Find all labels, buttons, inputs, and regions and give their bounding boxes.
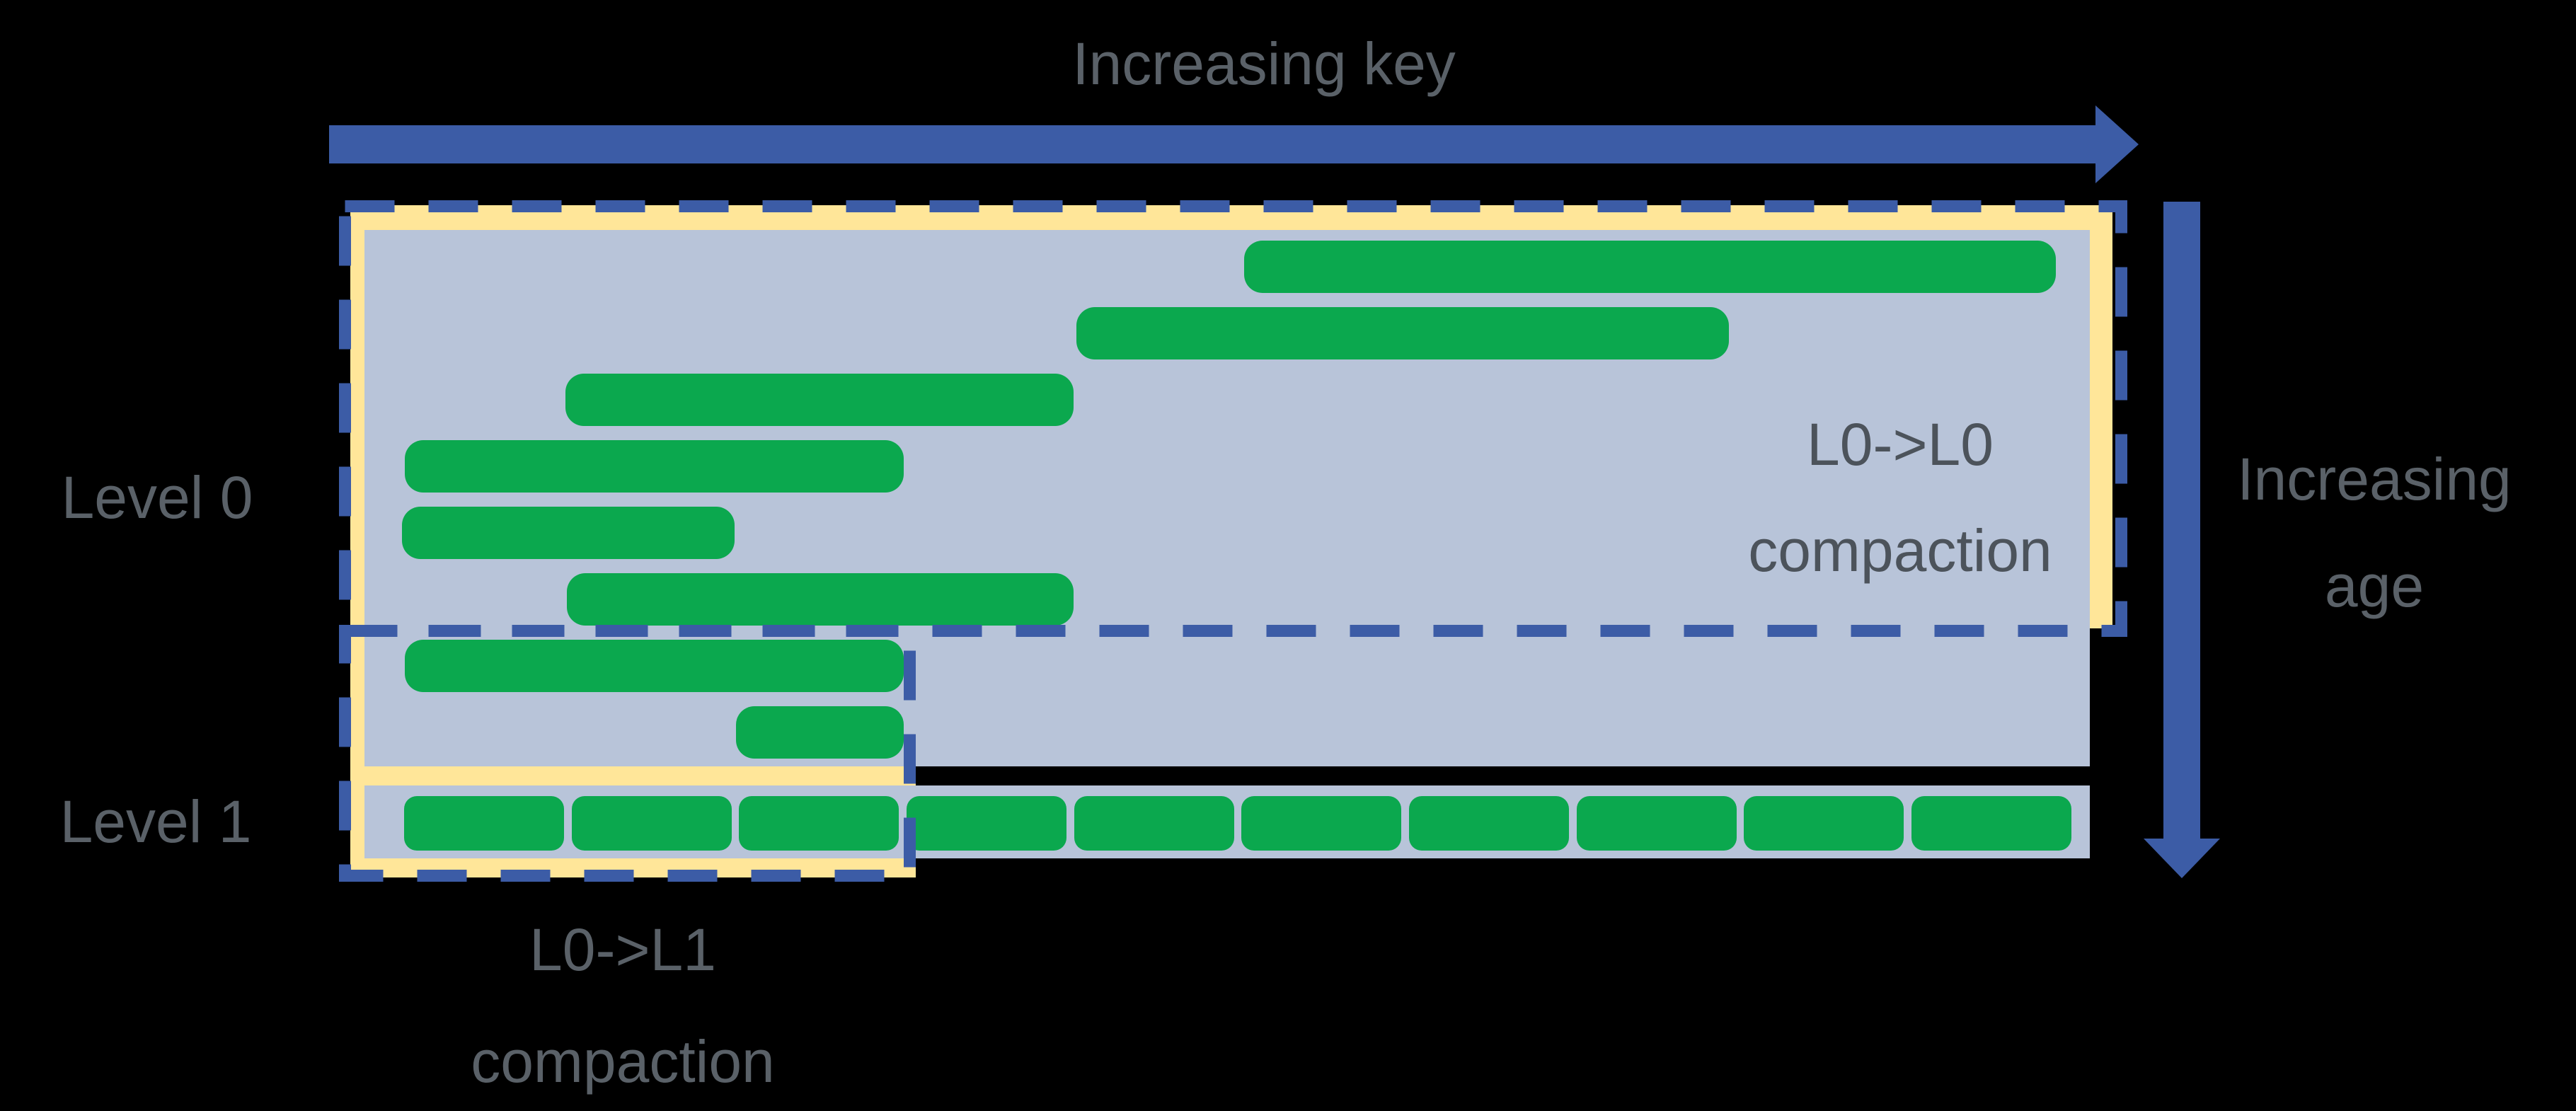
sstable-l0-8 — [736, 706, 904, 759]
increasing-key-axis-label: Increasing key — [1072, 30, 1456, 97]
sstable-l0-5 — [402, 507, 735, 559]
increasing-age-axis-label: Increasing age — [2237, 446, 2512, 619]
sstable-l0-6 — [567, 573, 1074, 626]
sstable-l1-1 — [404, 796, 564, 851]
l0-to-l0-compaction-outline — [339, 200, 2127, 637]
increasing-key-arrow — [329, 105, 2139, 183]
sstable-l1-7 — [1409, 796, 1569, 851]
increasing-age-arrow — [2144, 202, 2220, 878]
sstable-l1-10 — [1911, 796, 2071, 851]
sstable-l1-3 — [739, 796, 899, 851]
sstable-l1-8 — [1577, 796, 1737, 851]
sstable-l0-1 — [1244, 241, 2056, 293]
l0-l0-compaction-label: L0->L0 compaction — [1748, 411, 2052, 584]
sstable-l1-6 — [1241, 796, 1401, 851]
level0-label: Level 0 — [61, 464, 253, 531]
sstable-l1-4 — [907, 796, 1066, 851]
sstable-l0-7 — [405, 640, 904, 692]
level1-label: Level 1 — [59, 788, 252, 855]
sstable-l1-2 — [572, 796, 732, 851]
sstable-l0-4 — [405, 440, 904, 493]
sstable-l1-9 — [1744, 796, 1904, 851]
sstable-l0-2 — [1076, 307, 1729, 359]
l0-to-l1-compaction-outline — [339, 625, 916, 882]
sstable-l1-5 — [1074, 796, 1234, 851]
sstable-l0-3 — [565, 374, 1074, 426]
l0-l1-compaction-label: L0->L1 compaction — [471, 916, 775, 1095]
